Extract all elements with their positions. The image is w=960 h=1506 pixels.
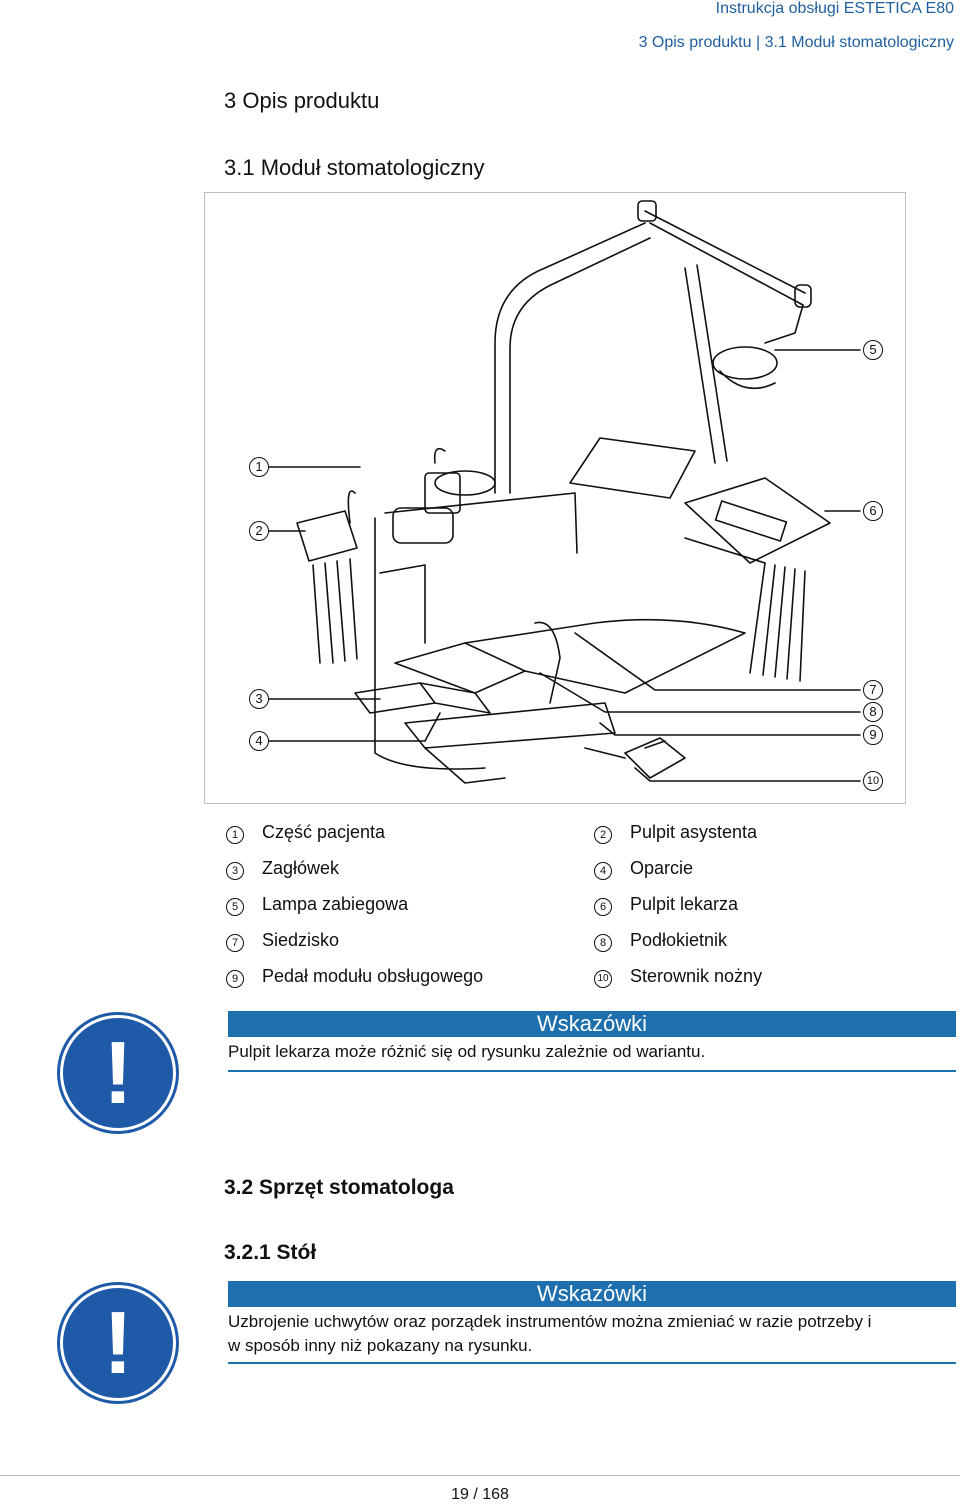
callout-6: 6 <box>863 501 883 521</box>
dental-unit-figure: 1 2 3 4 5 6 7 8 9 10 <box>204 192 906 804</box>
legend-label: Pulpit lekarza <box>630 894 739 914</box>
section-32-title: 3.2 Sprzęt stomatologa <box>224 1176 454 1199</box>
section-321-title: 3.2.1 Stół <box>224 1241 317 1264</box>
legend-label: Oparcie <box>630 858 694 878</box>
callout-5: 5 <box>863 340 883 360</box>
warning-icon: ! <box>60 1285 176 1401</box>
callout-7: 7 <box>863 680 883 700</box>
exclamation-icon: ! <box>103 1293 133 1392</box>
note-title: Wskazówki <box>228 1281 956 1307</box>
callout-10: 10 <box>863 771 883 791</box>
legend-num: 9 <box>226 970 244 988</box>
manual-title: Instrukcja obsługi ESTETICA E80 <box>715 0 954 17</box>
legend-num: 2 <box>594 826 612 844</box>
legend-label: Lampa zabiegowa <box>262 894 409 914</box>
note-text: Pulpit lekarza może różnić się od rysunk… <box>228 1042 706 1061</box>
legend-label: Pedał modułu obsługowego <box>262 966 484 986</box>
legend-num: 4 <box>594 862 612 880</box>
page-number: 19 / 168 <box>451 1486 509 1503</box>
footer-divider <box>0 1475 960 1476</box>
chapter-title: 3 Opis produktu <box>224 88 380 113</box>
legend-num: 5 <box>226 898 244 916</box>
note-text-line-1: Uzbrojenie uchwytów oraz porządek instru… <box>228 1312 872 1331</box>
note-divider <box>228 1070 956 1072</box>
legend-label: Podłokietnik <box>630 930 728 950</box>
breadcrumb: 3 Opis produktu | 3.1 Moduł stomatologic… <box>638 34 954 51</box>
note-divider <box>228 1362 956 1364</box>
callout-3: 3 <box>249 689 269 709</box>
legend-label: Część pacjenta <box>262 822 386 842</box>
legend-label: Zagłówek <box>262 858 340 878</box>
callout-8: 8 <box>863 702 883 722</box>
legend-label: Siedzisko <box>262 930 340 950</box>
legend-num: 8 <box>594 934 612 952</box>
legend-num: 7 <box>226 934 244 952</box>
note-text-line-2: w sposób inny niż pokazany na rysunku. <box>228 1336 533 1355</box>
callout-4: 4 <box>249 731 269 751</box>
dental-unit-drawing <box>268 200 861 784</box>
legend-label: Sterownik nożny <box>630 966 763 986</box>
legend-num: 6 <box>594 898 612 916</box>
legend-num: 1 <box>226 826 244 844</box>
section-title: 3.1 Moduł stomatologiczny <box>224 155 485 180</box>
exclamation-icon: ! <box>103 1023 133 1122</box>
callout-1: 1 <box>249 457 269 477</box>
legend-num: 10 <box>594 970 612 988</box>
callout-2: 2 <box>249 521 269 541</box>
note-title: Wskazówki <box>228 1011 956 1037</box>
callout-9: 9 <box>863 725 883 745</box>
legend-label: Pulpit asystenta <box>630 822 758 842</box>
warning-icon: ! <box>60 1015 176 1131</box>
legend-num: 3 <box>226 862 244 880</box>
